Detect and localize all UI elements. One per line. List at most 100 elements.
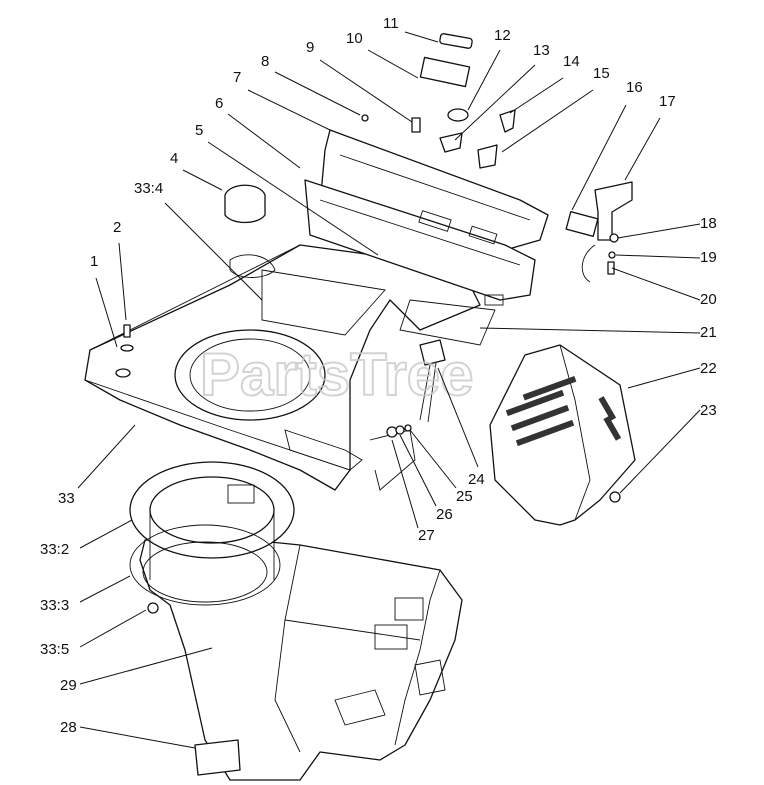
switch-part-14 [499, 109, 516, 133]
grommet-part [115, 368, 131, 378]
wire-part [581, 244, 596, 283]
leader-line-c6 [227, 113, 301, 169]
leader-line-c25 [409, 429, 457, 489]
callout-label-c29: 29 [60, 677, 77, 694]
leader-line-c33-2 [79, 519, 133, 549]
upper-housing-part [84, 244, 481, 491]
leader-line-c24 [437, 367, 479, 468]
leader-line-c21 [479, 327, 701, 334]
knob-part-12 [447, 108, 469, 122]
switch-part-13 [439, 132, 463, 153]
dash-panel-part [304, 129, 549, 346]
leader-line-c17 [624, 117, 661, 181]
leader-line-c13 [454, 64, 536, 141]
screw-part-23 [609, 491, 621, 503]
leader-line-c19 [615, 254, 701, 259]
chute-flange-part [129, 461, 295, 606]
leader-line-c9 [319, 59, 413, 123]
leader-line-c10 [367, 49, 419, 79]
callout-label-c1: 1 [90, 253, 98, 270]
nut-part-19 [608, 251, 616, 259]
callout-label-c13: 13 [533, 42, 550, 59]
leader-line-c11 [404, 31, 439, 43]
cover-grill [505, 375, 622, 447]
callout-label-c33-4: 33:4 [134, 180, 163, 197]
callout-label-c33-3: 33:3 [40, 597, 69, 614]
callout-label-c19: 19 [700, 249, 717, 266]
bolt-part-9 [411, 117, 421, 133]
leader-line-c4 [182, 169, 223, 191]
engine-cover-part [489, 344, 636, 526]
nut-part-33-5 [147, 602, 159, 614]
cap-part-11 [439, 33, 473, 49]
callout-label-c6: 6 [215, 95, 223, 112]
panel-part-10 [419, 56, 471, 88]
leader-line-c5 [207, 141, 379, 256]
callout-label-c33: 33 [58, 490, 75, 507]
callout-label-c27: 27 [418, 527, 435, 544]
callout-label-c9: 9 [306, 39, 314, 56]
leader-lines [77, 31, 701, 749]
callout-label-c21: 21 [700, 324, 717, 341]
callout-label-c28: 28 [60, 719, 77, 736]
callout-label-c17: 17 [659, 93, 676, 110]
watermark-text: PartsTree [200, 341, 474, 408]
callout-label-c20: 20 [700, 291, 717, 308]
leader-line-c16 [571, 104, 627, 211]
callout-label-c2: 2 [113, 219, 121, 236]
handle-part-17 [594, 181, 633, 241]
callout-label-c26: 26 [436, 506, 453, 523]
leader-line-c12 [467, 49, 501, 111]
leader-line-c33-5 [79, 609, 147, 648]
callout-label-c33-2: 33:2 [40, 541, 69, 558]
callout-label-c7: 7 [233, 69, 241, 86]
nut-part-25 [404, 424, 412, 432]
screw-part-8 [361, 114, 369, 122]
leader-line-c26 [399, 434, 437, 507]
cap-part-4 [224, 184, 266, 224]
callout-label-c23: 23 [700, 402, 717, 419]
leader-line-c33-4 [164, 202, 263, 301]
callout-label-c18: 18 [700, 215, 717, 232]
leader-line-c23 [619, 409, 701, 494]
nut-part-26 [395, 425, 405, 435]
leader-line-c27 [391, 439, 419, 529]
leader-line-c18 [617, 223, 701, 239]
small-parts-group [115, 33, 633, 776]
leader-line-c22 [627, 367, 701, 389]
leader-line-c33 [77, 424, 136, 489]
callout-label-c33-5: 33:5 [40, 641, 69, 658]
callout-label-c12: 12 [494, 27, 511, 44]
callout-label-c8: 8 [261, 53, 269, 70]
screw-part-2 [123, 324, 131, 338]
leader-line-c1 [95, 277, 118, 348]
lower-housing-part [139, 539, 463, 781]
callout-label-c15: 15 [593, 65, 610, 82]
leader-line-c2 [118, 242, 127, 321]
callout-label-c10: 10 [346, 30, 363, 47]
bracket-part-16 [565, 211, 599, 237]
connector-part-24 [419, 339, 446, 366]
callout-label-c11: 11 [383, 15, 399, 32]
nut-part-27 [386, 426, 398, 438]
washer-part-18 [609, 233, 619, 243]
callout-label-c4: 4 [170, 150, 178, 167]
screw-part-20 [607, 261, 615, 275]
callout-label-c24: 24 [468, 471, 485, 488]
leader-line-c15 [501, 89, 594, 153]
leader-line-c29 [79, 647, 213, 685]
pad-part-28 [194, 739, 241, 776]
leader-line-c20 [611, 267, 701, 301]
callout-labels: 12433:4567891011121314151617181920212223… [40, 15, 717, 736]
switch-part-15 [477, 144, 498, 169]
callout-label-c22: 22 [700, 360, 717, 377]
leader-line-c33-3 [79, 575, 131, 603]
callout-label-c14: 14 [563, 53, 580, 70]
callout-label-c16: 16 [626, 79, 643, 96]
leader-line-c14 [509, 77, 564, 114]
leader-line-c7 [247, 89, 331, 131]
leader-line-c28 [79, 726, 196, 749]
leader-line-c8 [274, 71, 361, 116]
